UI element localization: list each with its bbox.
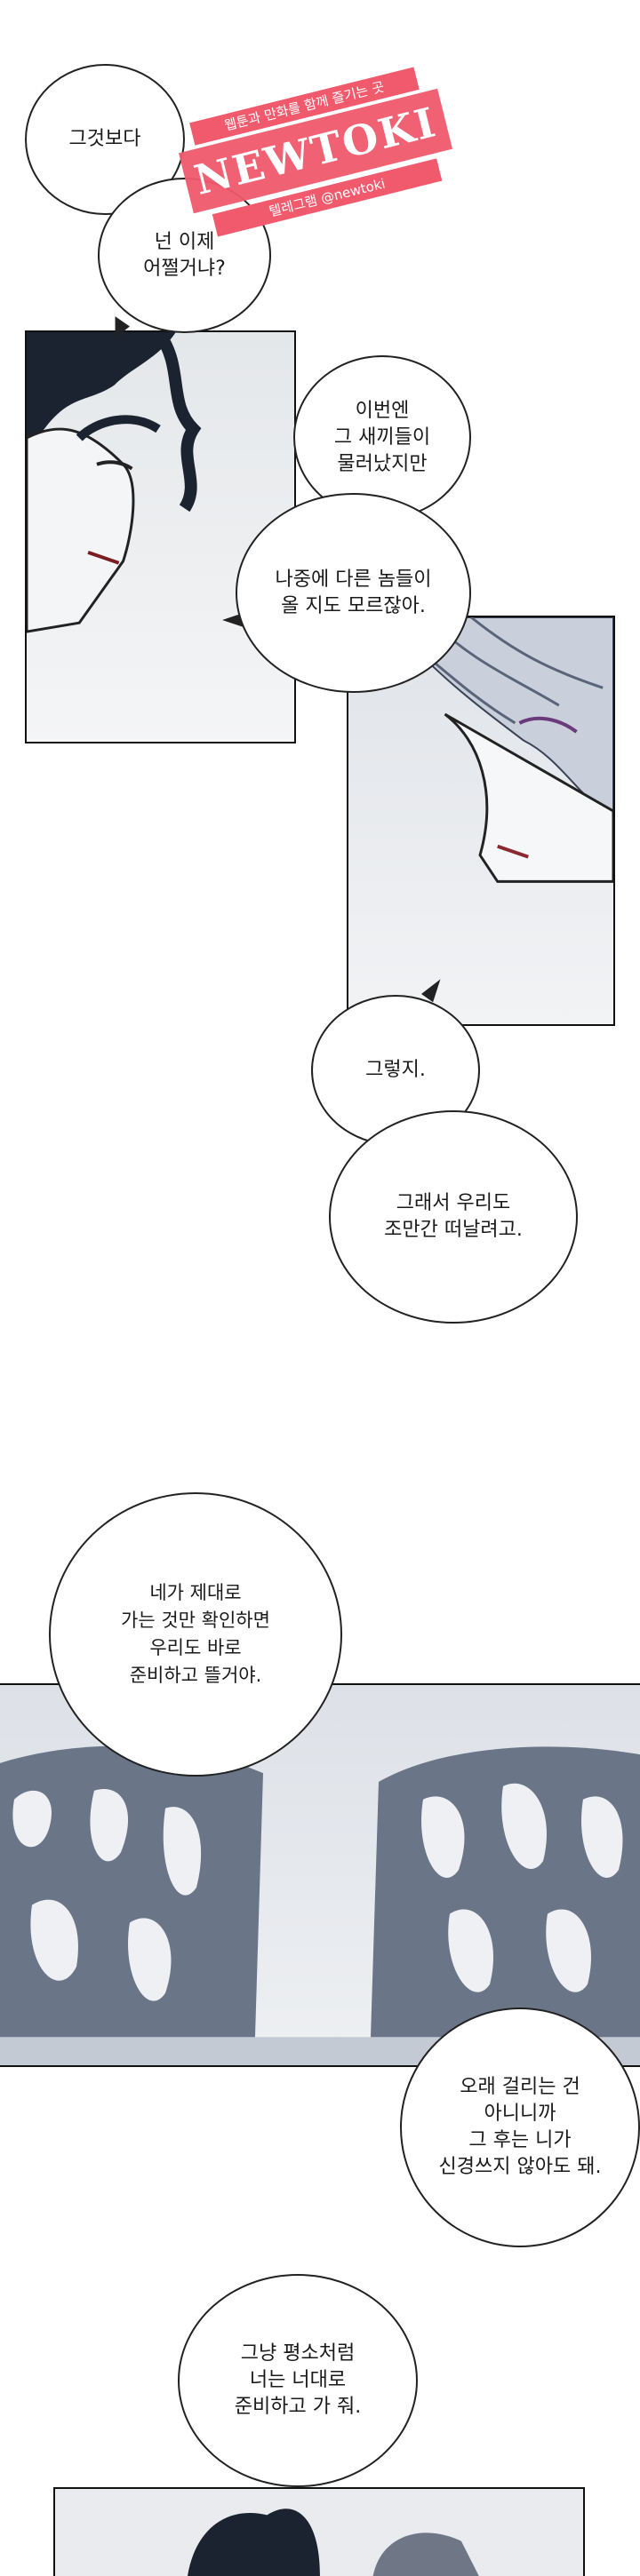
newtoki-watermark: 웹툰과 만화를 함께 즐기는 곳 NEWTOKI 텔레그램 @newtoki (159, 44, 472, 258)
panel-rocky-landscape (0, 1683, 640, 2067)
dark-haired-man-illustration (27, 332, 294, 742)
speech-bubble-4: 나중에 다른 놈들이 올 지도 모르잖아. (236, 493, 471, 693)
rocky-landscape-illustration (0, 1685, 640, 2065)
speech-bubble-6: 그래서 우리도 조만간 떠날려고. (329, 1110, 578, 1324)
speech-bubble-8: 오래 걸리는 건 아니니까 그 후는 니가 신경쓰지 않아도 돼. (400, 2008, 640, 2247)
speech-bubble-2: 넌 이제 어쩔거냐? (98, 178, 271, 333)
panel-dark-haired-man (25, 330, 296, 743)
bottom-characters-illustration (55, 2489, 583, 2576)
speech-bubble-9: 그냥 평소처럼 너는 너대로 준비하고 가 줘. (178, 2274, 418, 2487)
speech-bubble-7: 네가 제대로 가는 것만 확인하면 우리도 바로 준비하고 뜰거야. (49, 1492, 342, 1777)
speech-bubble-3: 이번엔 그 새끼들이 물러났지만 (293, 355, 471, 520)
panel-bottom-characters (53, 2487, 585, 2576)
